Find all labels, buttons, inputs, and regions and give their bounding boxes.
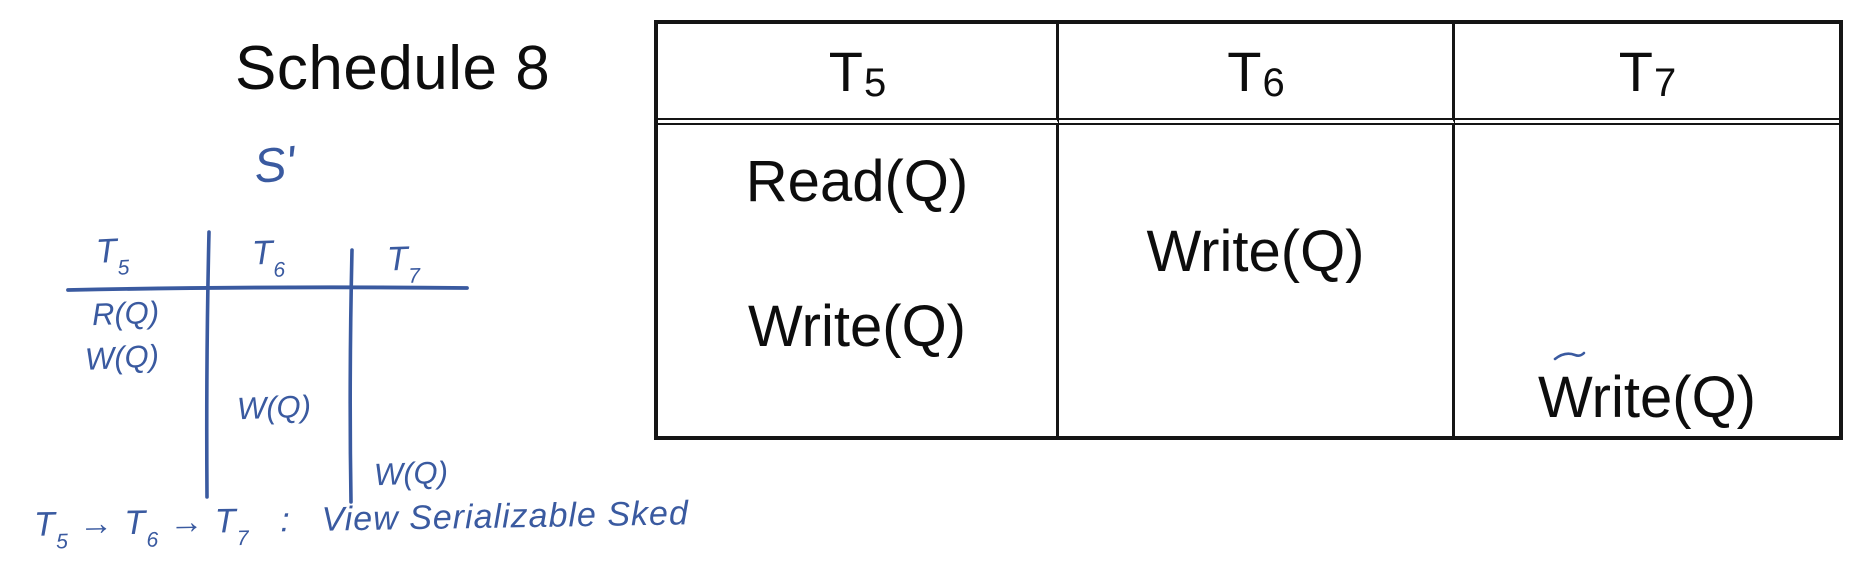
- note-t5: T: [33, 505, 57, 544]
- handwritten-header-t7: T7: [386, 239, 420, 288]
- handwritten-header-t6: T6: [251, 233, 285, 282]
- op-write-q-t7: Write(Q): [1455, 351, 1839, 431]
- note-colon: :: [279, 501, 292, 540]
- header-label: T: [386, 239, 409, 279]
- handwritten-op-write-t5: W(Q): [84, 338, 160, 377]
- note-t7: T: [214, 502, 237, 541]
- handwritten-op-read-t5: R(Q): [91, 294, 160, 333]
- note-t7-sub: 7: [236, 527, 250, 551]
- op-label: Write(Q): [1537, 365, 1756, 430]
- handwritten-op-write-t6: W(Q): [236, 388, 312, 427]
- header-subscript: 5: [117, 256, 130, 280]
- header-subscript: 6: [272, 258, 286, 282]
- note-text: View Serializable Sked: [321, 494, 690, 539]
- arrow-icon: →: [78, 504, 115, 543]
- arrow-icon: →: [169, 502, 205, 542]
- handwritten-schedule-name: S': [251, 136, 298, 195]
- header-subscript: 7: [407, 264, 421, 288]
- handwritten-op-write-t7: W(Q): [373, 454, 449, 493]
- op-write-q-t6: Write(Q): [1146, 219, 1365, 284]
- op-read-q-t5: Read(Q): [745, 149, 969, 214]
- header-label: T: [95, 231, 118, 271]
- header-label: T: [1227, 39, 1262, 103]
- header-label: T: [828, 39, 863, 103]
- tilde-annotation-icon: [1553, 351, 1586, 361]
- header-label: T: [1618, 39, 1653, 103]
- op-write-q-t5: Write(Q): [747, 294, 966, 359]
- column-t6-cell: Write(Q): [1059, 125, 1455, 436]
- note-t5-sub: 5: [55, 530, 70, 554]
- header-label: T: [251, 233, 274, 273]
- column-t7-cell: Write(Q): [1455, 125, 1839, 436]
- note-t6-sub: 6: [146, 528, 160, 552]
- handwritten-grid-lines: [66, 230, 469, 504]
- page-title: Schedule 8: [235, 34, 551, 103]
- column-t5-cell: Read(Q) Write(Q): [658, 125, 1059, 436]
- note-t6: T: [124, 503, 147, 543]
- handwritten-header-t5: T5: [95, 231, 130, 280]
